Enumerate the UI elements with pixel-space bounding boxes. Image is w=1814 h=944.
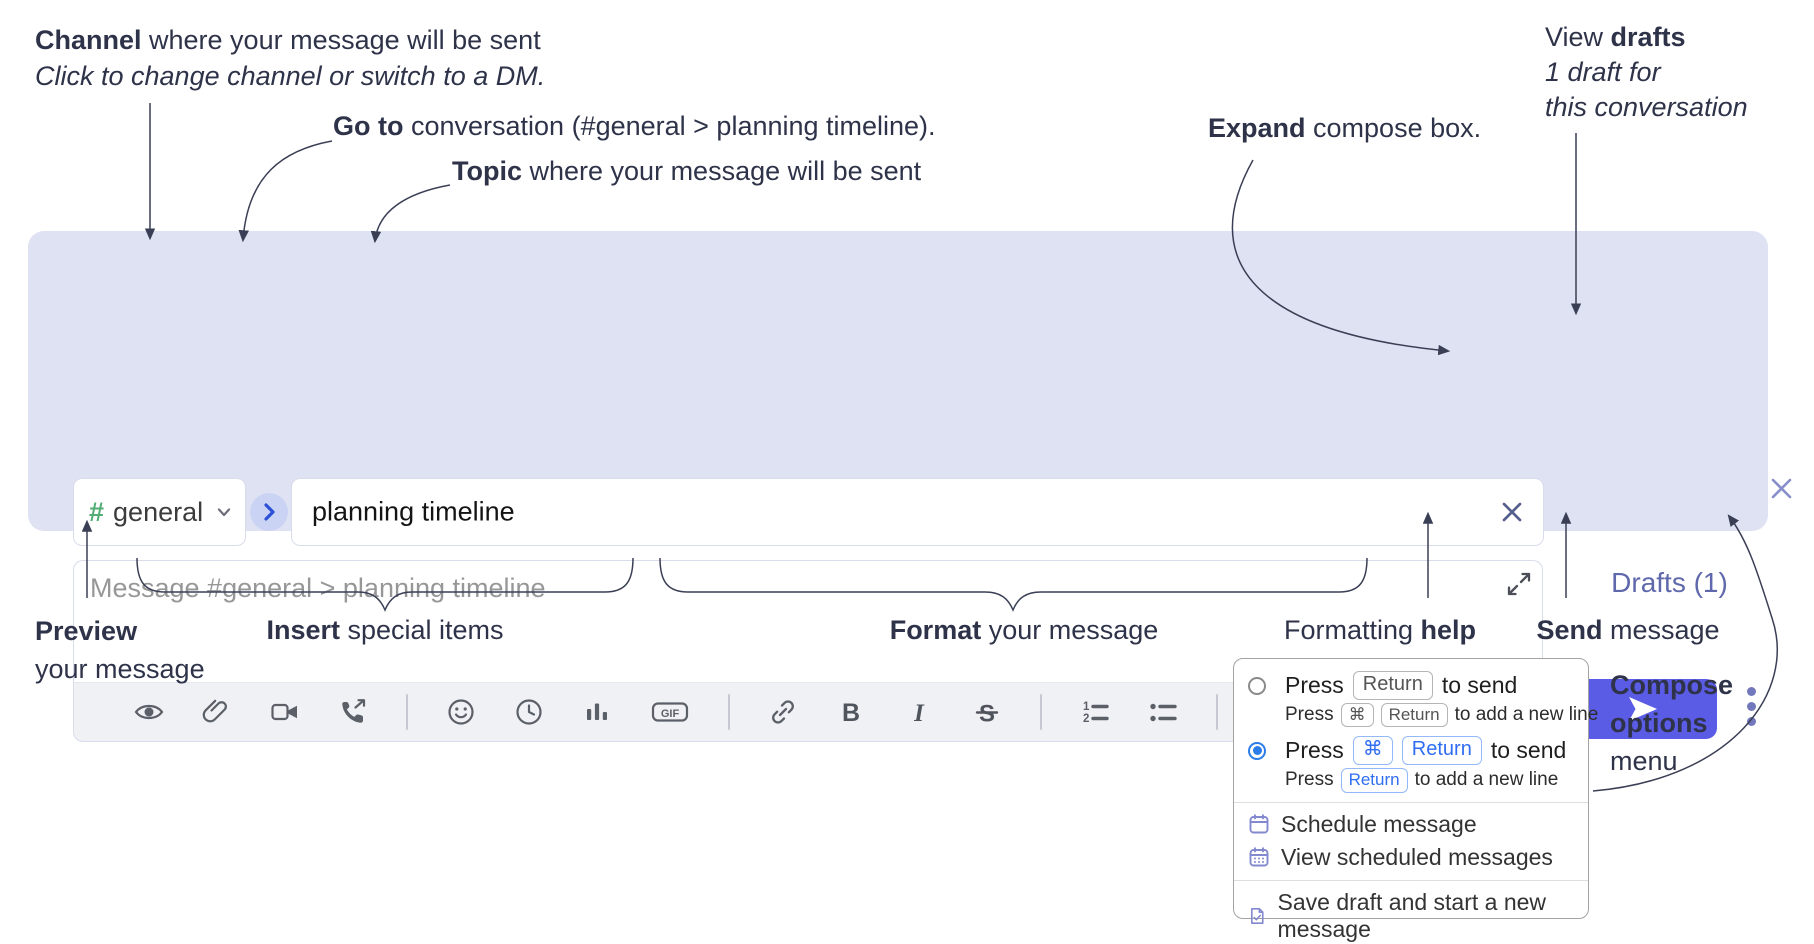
ellipsis-dot xyxy=(1746,702,1756,711)
svg-text:S: S xyxy=(979,701,995,728)
toolbar-divider xyxy=(406,694,408,730)
annotation-expand: Expand compose box. xyxy=(1208,113,1482,143)
option-press-return-to-send[interactable]: Press Return to send xyxy=(1248,671,1588,700)
attach-file-button[interactable] xyxy=(202,697,232,727)
svg-text:1: 1 xyxy=(1083,701,1090,713)
calendar-dots-icon xyxy=(1249,847,1269,867)
annotation-format: Format your message xyxy=(889,615,1159,645)
emoji-button[interactable] xyxy=(446,697,476,727)
cmd-key: ⌘ xyxy=(1340,703,1374,728)
numbered-list-icon: 1 2 xyxy=(1083,701,1109,725)
bulleted-list-button[interactable] xyxy=(1148,697,1178,727)
ellipsis-dot xyxy=(1746,717,1756,726)
numbered-list-button[interactable]: 1 2 xyxy=(1080,697,1110,727)
italic-button[interactable]: I xyxy=(904,697,934,727)
link-button[interactable] xyxy=(768,697,798,727)
annotation-send-message: Send message xyxy=(1536,615,1720,645)
preview-button[interactable] xyxy=(134,697,164,727)
option2-subtext: Press Return to add a new line xyxy=(1285,768,1588,793)
annotation-view-drafts: View drafts 1 draft for this conversatio… xyxy=(1545,22,1748,122)
goto-conversation-button[interactable] xyxy=(250,493,288,531)
annotation-channel: Channel where your message will be sent … xyxy=(35,25,546,91)
bold-button[interactable]: B xyxy=(836,697,866,727)
cmd-key: ⌘ xyxy=(1352,736,1393,766)
clear-topic-button[interactable] xyxy=(1501,501,1523,523)
chevron-right-icon xyxy=(264,503,275,521)
ellipsis-dot xyxy=(1746,687,1756,696)
close-icon xyxy=(1771,478,1792,499)
menu-item-schedule-message[interactable]: Schedule message xyxy=(1248,811,1588,838)
svg-text:2: 2 xyxy=(1083,713,1089,725)
bulleted-list-icon xyxy=(1150,703,1177,722)
link-icon xyxy=(772,700,794,724)
topic-input[interactable]: planning timeline xyxy=(291,478,1544,546)
annotation-formatting-help: Formatting help xyxy=(1283,615,1477,645)
video-camera-icon xyxy=(271,703,297,721)
toolbar-divider xyxy=(1040,694,1042,730)
option1-subtext: Press ⌘ Return to add a new line xyxy=(1285,703,1598,728)
close-icon xyxy=(1502,502,1522,522)
chevron-down-icon xyxy=(215,503,233,521)
calendar-icon xyxy=(1249,814,1269,834)
draft-check-icon xyxy=(1250,907,1264,924)
strikethrough-button[interactable]: S xyxy=(972,697,1002,727)
bold-icon: B xyxy=(842,699,860,727)
channel-name: general xyxy=(113,496,204,527)
expand-icon xyxy=(1507,572,1531,596)
strikethrough-icon: S xyxy=(975,701,999,728)
return-key: Return xyxy=(1401,736,1482,766)
return-key: Return xyxy=(1352,671,1433,700)
eye-icon xyxy=(134,704,164,720)
menu-item-save-draft[interactable]: Save draft and start a new message xyxy=(1248,889,1588,943)
channel-hash-icon: # xyxy=(89,496,105,527)
compose-options-menu: Press Return to send Press ⌘ Return to a… xyxy=(1233,658,1598,942)
phone-outgoing-icon xyxy=(342,699,366,723)
compose-box: # general planning timeline Message #gen… xyxy=(28,231,1792,742)
smiley-icon xyxy=(448,699,474,725)
toolbar-divider xyxy=(728,694,730,730)
gif-icon: GIF xyxy=(651,702,689,722)
menu-item-view-scheduled[interactable]: View scheduled messages xyxy=(1248,844,1588,871)
italic-icon: I xyxy=(913,700,925,727)
annotation-preview: Preview your message xyxy=(35,616,205,684)
bar-chart-icon xyxy=(587,703,607,720)
time-button[interactable] xyxy=(514,697,544,727)
radio-selected-icon[interactable] xyxy=(1248,741,1266,760)
option-press-cmd-return-to-send[interactable]: Press ⌘ Return to send xyxy=(1248,736,1588,766)
svg-text:GIF: GIF xyxy=(661,708,680,720)
close-compose-button[interactable] xyxy=(1770,477,1793,500)
return-key: Return xyxy=(1340,768,1408,793)
audio-call-button[interactable] xyxy=(338,697,368,727)
paperclip-icon xyxy=(202,699,227,723)
annotation-topic: Topic where your message will be sent xyxy=(452,156,922,186)
clock-icon xyxy=(516,699,542,725)
poll-button[interactable] xyxy=(582,697,612,727)
annotation-goto: Go to conversation (#general > planning … xyxy=(333,111,936,141)
return-key: Return xyxy=(1380,703,1448,728)
annotation-compose-options: Compose options menu xyxy=(1610,670,1734,776)
menu-divider xyxy=(1234,801,1588,803)
video-call-button[interactable] xyxy=(270,697,300,727)
drafts-link[interactable]: Drafts (1) xyxy=(1611,567,1728,598)
toolbar-divider xyxy=(1216,694,1218,730)
svg-text:I: I xyxy=(913,700,925,727)
arrow-goto xyxy=(238,140,333,243)
gif-button[interactable]: GIF xyxy=(650,697,690,727)
channel-selector[interactable]: # general xyxy=(73,478,246,546)
svg-text:B: B xyxy=(842,699,860,727)
menu-divider xyxy=(1234,879,1588,881)
message-placeholder: Message #general > planning timeline xyxy=(90,573,546,603)
annotation-insert: Insert special items xyxy=(266,615,504,645)
compose-options-button[interactable] xyxy=(1740,687,1762,726)
expand-compose-button[interactable] xyxy=(1506,571,1532,597)
radio-unselected-icon[interactable] xyxy=(1248,676,1266,695)
topic-value: planning timeline xyxy=(312,496,515,527)
